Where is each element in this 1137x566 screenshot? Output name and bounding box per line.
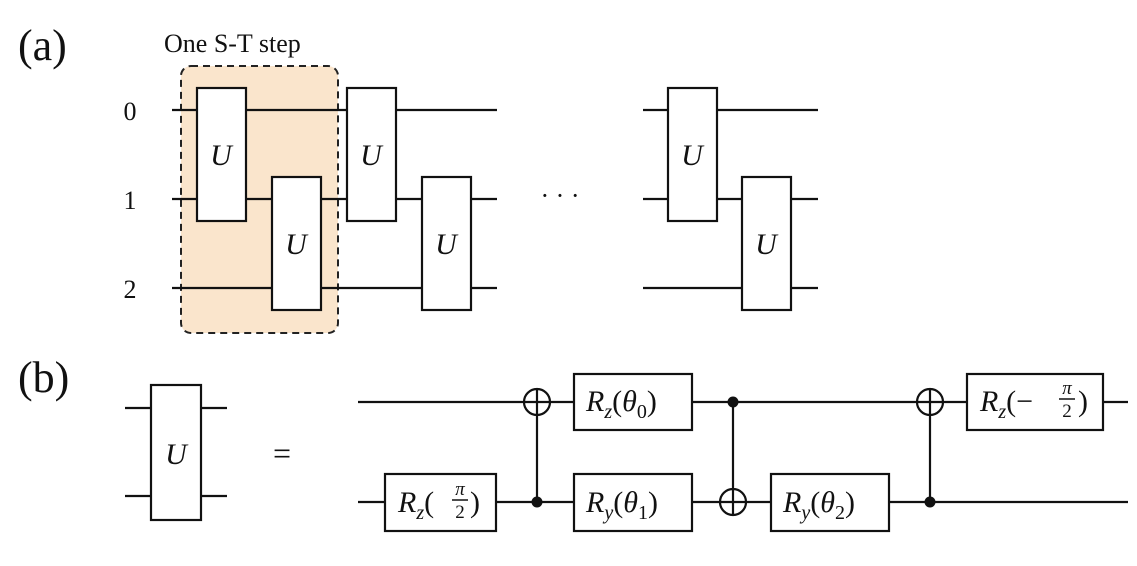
u-gate-label: U (360, 139, 384, 172)
u-gate-label: U (681, 139, 705, 172)
rz-pi-half-label: Rz( (397, 486, 434, 524)
panel-a-label: (a) (18, 21, 67, 70)
equals-sign: = (273, 435, 291, 471)
control-dot (727, 396, 739, 408)
rz-theta0-gate (572, 372, 694, 432)
rz-pi-half-close: ) (470, 486, 480, 519)
rz-theta0-label: Rz(θ0) (585, 385, 657, 423)
u-gate (270, 175, 323, 312)
ry-theta1-gate (572, 472, 694, 533)
panel-b-label: (b) (18, 353, 69, 402)
ry-theta2-gate (769, 472, 891, 533)
u-gate (195, 86, 248, 223)
u-gate-label: U (285, 228, 309, 261)
rz-pi-half-numerator: π (455, 479, 465, 500)
qubit-label-2: 2 (124, 275, 137, 304)
rz-pi-half-gate (383, 472, 498, 533)
u-gate (420, 175, 473, 312)
rz-neg-pi-half-numerator: π (1062, 378, 1072, 399)
rz-neg-pi-half-gate (965, 372, 1105, 432)
u-gate (345, 86, 398, 223)
qubit-label-0: 0 (124, 97, 137, 126)
u-gate-label: U (435, 228, 459, 261)
rz-neg-pi-half-label: Rz(− (979, 385, 1033, 423)
u-gate (740, 175, 793, 312)
u-gate-label: U (210, 139, 234, 172)
control-dot (924, 496, 936, 508)
rz-neg-pi-half-denominator: 2 (1062, 401, 1072, 422)
rz-neg-pi-half-close: ) (1078, 385, 1088, 418)
ellipsis: · · · (541, 181, 580, 210)
ry-theta2-label: Ry(θ2) (782, 486, 855, 524)
ry-theta1-label: Ry(θ1) (585, 486, 658, 524)
u-gate (666, 86, 719, 223)
step-label: One S-T step (164, 29, 301, 58)
qubit-label-1: 1 (124, 186, 137, 215)
rz-pi-half-denominator: 2 (455, 502, 465, 523)
control-dot (531, 496, 543, 508)
u-gate (149, 383, 203, 522)
u-gate-label: U (165, 438, 189, 471)
u-gate-label: U (755, 228, 779, 261)
